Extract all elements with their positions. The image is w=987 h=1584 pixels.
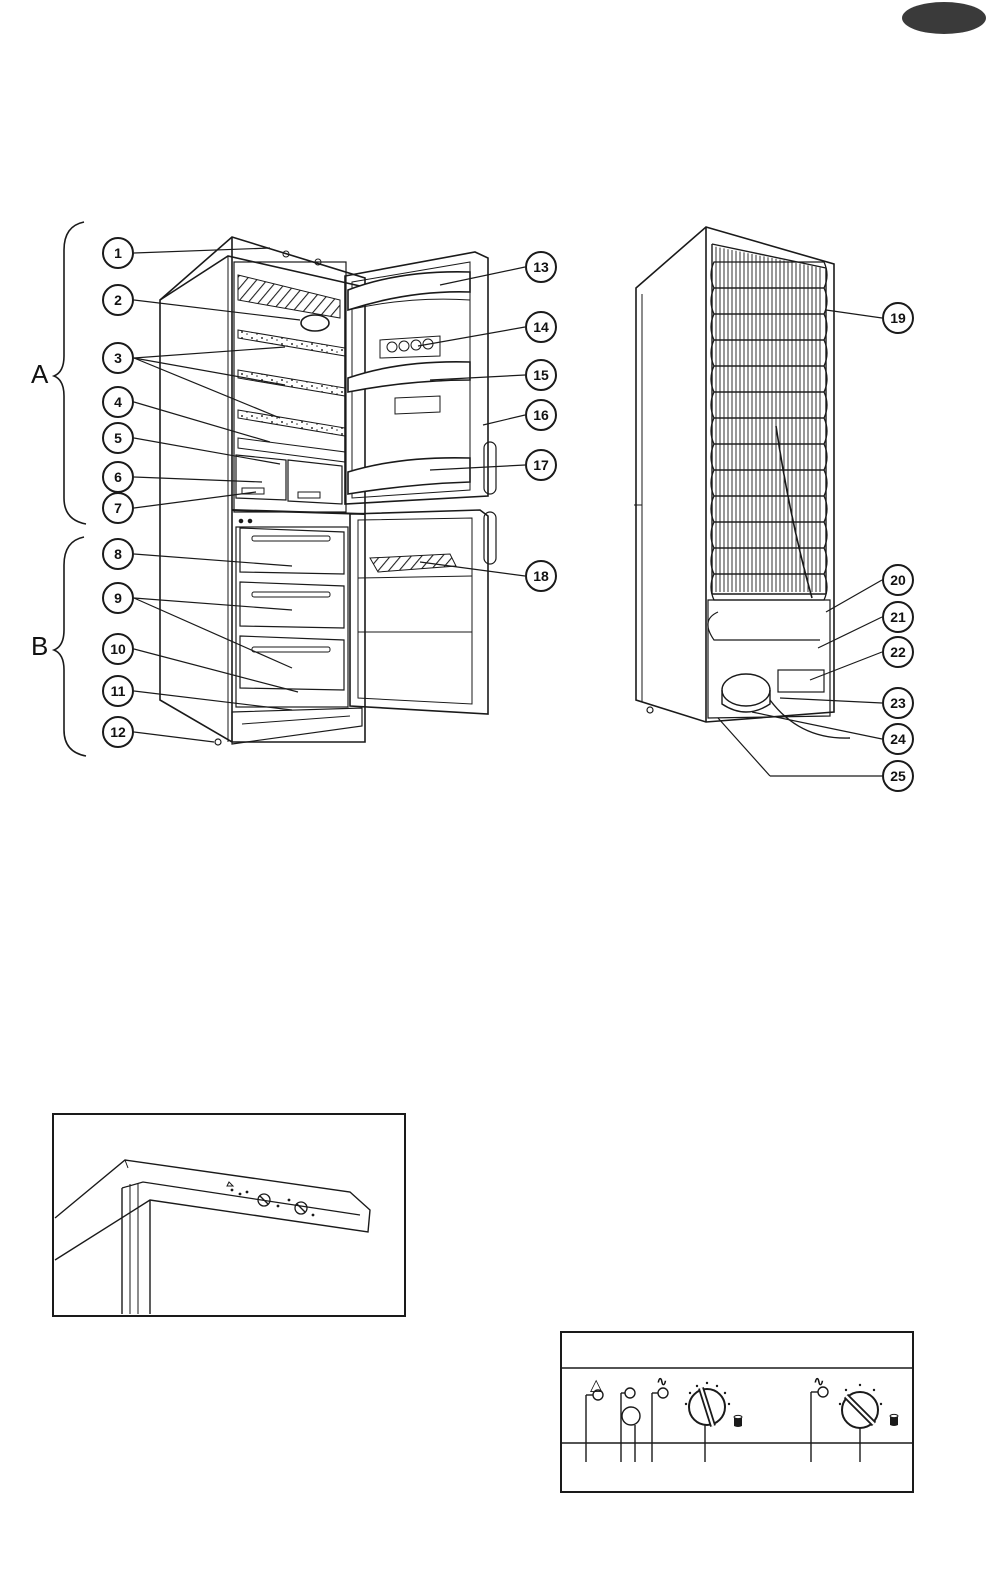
callout-number: 11	[111, 683, 126, 699]
callout-number: 12	[110, 724, 126, 740]
fridge-rear-figure	[634, 226, 851, 739]
fridge-wave-icon: ∿	[656, 1374, 668, 1390]
callout-number: 15	[533, 367, 549, 383]
control-panel-closeup	[52, 1113, 406, 1317]
bracket-b	[51, 536, 87, 757]
fast-freeze-button	[621, 1406, 641, 1426]
callout-21: 21	[882, 601, 914, 633]
section-letter-b: B	[31, 631, 48, 661]
leader-lines-rear	[717, 309, 883, 777]
callout-number: 16	[533, 407, 549, 423]
callout-3: 3	[102, 342, 134, 374]
callout-13: 13	[525, 251, 557, 283]
callout-number: 17	[533, 457, 549, 473]
callout-number: 3	[114, 350, 122, 366]
callout-4: 4	[102, 386, 134, 418]
callout-23: 23	[882, 687, 914, 719]
callout-19: 19	[882, 302, 914, 334]
callout-number: 24	[890, 731, 906, 747]
callout-15: 15	[525, 359, 557, 391]
control-knob-icon	[294, 1201, 308, 1215]
callout-number: 7	[114, 500, 122, 516]
callout-7: 7	[102, 492, 134, 524]
bracket-a	[51, 221, 87, 525]
callout-1: 1	[102, 237, 134, 269]
callout-10: 10	[102, 633, 134, 665]
callout-14: 14	[525, 311, 557, 343]
callout-number: 14	[533, 319, 549, 335]
callout-24: 24	[882, 723, 914, 755]
callout-5: 5	[102, 422, 134, 454]
callout-number: 6	[114, 469, 122, 485]
callout-2: 2	[102, 284, 134, 316]
language-tab	[902, 2, 986, 34]
callout-number: 21	[890, 609, 906, 625]
callout-number: 2	[114, 292, 122, 308]
freezer-thermostat-knob	[838, 1383, 899, 1429]
callout-number: 23	[890, 695, 906, 711]
callout-22: 22	[882, 636, 914, 668]
freezer-door	[349, 509, 489, 715]
leader-lines-front	[133, 247, 526, 743]
fridge-front-figure	[51, 221, 497, 757]
callout-6: 6	[102, 461, 134, 493]
callout-number: 18	[533, 568, 549, 584]
fridge-thermostat-knob	[684, 1381, 743, 1427]
callout-11: 11	[102, 675, 134, 707]
callout-number: 4	[114, 394, 122, 410]
callout-number: 13	[533, 259, 549, 275]
callout-17: 17	[525, 449, 557, 481]
callout-20: 20	[882, 564, 914, 596]
callout-number: 10	[110, 641, 126, 657]
callout-16: 16	[525, 399, 557, 431]
alarm-symbol-icon: △	[590, 1375, 603, 1394]
freezer-wave-icon: ∿	[813, 1374, 825, 1390]
callout-markers: 1234567891011121314151617181920212223242…	[102, 237, 914, 792]
callout-12: 12	[102, 716, 134, 748]
callout-number: 5	[114, 430, 122, 446]
callout-number: 22	[890, 644, 906, 660]
callout-number: 8	[114, 546, 122, 562]
callout-number: 1	[114, 245, 122, 261]
callout-number: 20	[890, 572, 906, 588]
control-panel-schematic: △ ∿ ∿	[560, 1331, 914, 1493]
callout-25: 25	[882, 760, 914, 792]
callout-18: 18	[525, 560, 557, 592]
section-letter-a: A	[31, 359, 49, 389]
control-knob-icon	[257, 1193, 271, 1207]
callout-9: 9	[102, 582, 134, 614]
callout-number: 19	[890, 310, 906, 326]
callout-8: 8	[102, 538, 134, 570]
callout-number: 9	[114, 590, 122, 606]
callout-number: 25	[890, 768, 906, 784]
